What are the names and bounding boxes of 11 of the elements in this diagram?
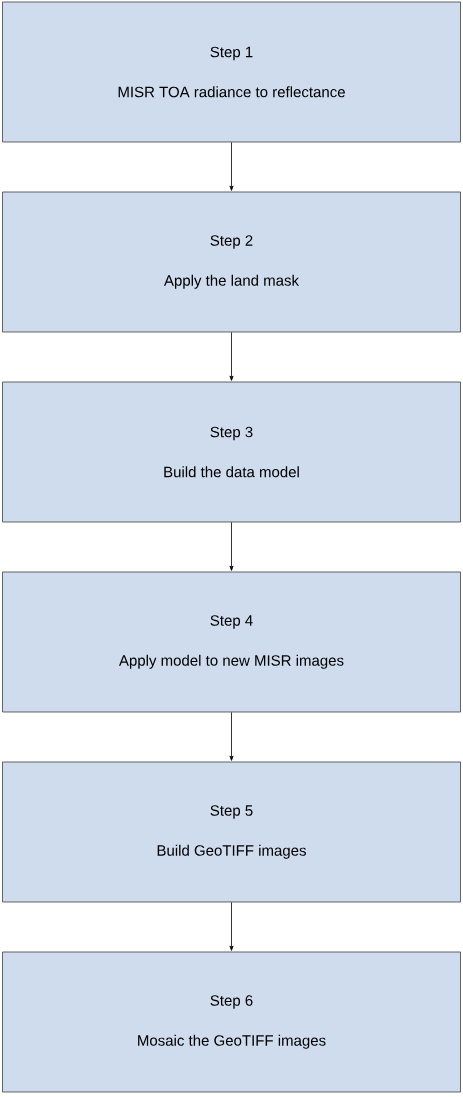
process-box: Step 6 Mosaic the GeoTIFF images [2, 951, 461, 1093]
process-box: Step 2 Apply the land mask [2, 191, 461, 333]
arrow [229, 142, 234, 191]
arrow [229, 712, 234, 761]
arrow [229, 902, 234, 951]
arrow [229, 332, 234, 381]
process-box: Step 4 Apply model to new MISR images [2, 571, 461, 713]
process-box: Step 3 Build the data model [2, 381, 461, 523]
arrow [229, 522, 234, 571]
process-box: Step 1 MISR TOA radiance to reflectance [2, 1, 461, 143]
process-box: Step 5 Build GeoTIFF images [2, 761, 461, 903]
